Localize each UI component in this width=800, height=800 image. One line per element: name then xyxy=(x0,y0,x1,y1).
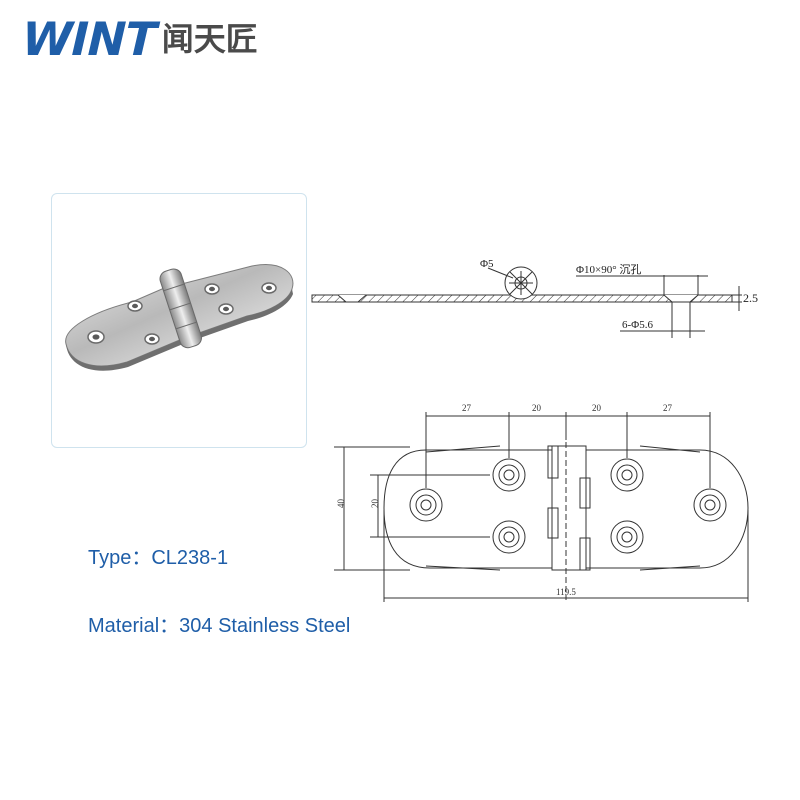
dim-height-total: 40 xyxy=(336,499,346,509)
dim-27-left: 27 xyxy=(462,403,472,413)
dim-20-left: 20 xyxy=(532,403,542,413)
dim-27-right: 27 xyxy=(663,403,673,413)
logo-chinese-name: 闻天匠 xyxy=(161,20,258,58)
material-label: Material： xyxy=(88,615,180,637)
product-material: Material：304 Stainless Steel xyxy=(88,609,350,638)
holes-label: 6-Φ5.6 xyxy=(622,319,653,331)
dim-length-total: 119.5 xyxy=(556,587,576,597)
dim-20-right: 20 xyxy=(592,403,602,413)
thickness-label: 2.5 xyxy=(743,291,758,305)
product-photo xyxy=(51,193,307,448)
side-view xyxy=(311,266,742,338)
product-type: Type：CL238-1 xyxy=(88,541,228,570)
material-value: 304 Stainless Steel xyxy=(179,615,351,637)
hinge-photo-illustration xyxy=(65,264,294,371)
type-value: CL238-1 xyxy=(151,547,229,569)
countersink-label: Φ10×90° 沉孔 xyxy=(576,263,641,276)
top-view xyxy=(334,412,749,602)
pin-diameter-label: Φ5 xyxy=(480,258,494,270)
type-label: Type： xyxy=(88,547,152,569)
dim-height-holes: 20 xyxy=(370,499,380,509)
brand-logo: WINT 闻天匠 xyxy=(21,12,258,66)
